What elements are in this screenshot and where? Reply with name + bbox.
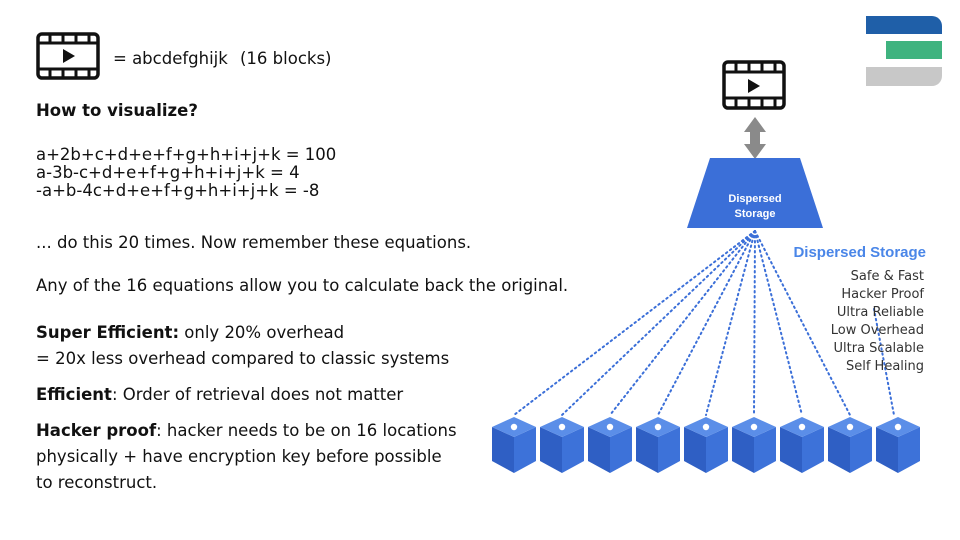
- connector-line: [754, 230, 803, 416]
- storage-node-cube: [540, 417, 584, 473]
- dispersed-storage-diagram: Dispersed Storage: [492, 60, 920, 473]
- node-badge-icon: [894, 423, 902, 431]
- video-equals-label: = abcdefghijk: [113, 49, 228, 68]
- connector-lines: [513, 230, 895, 416]
- trapezoid-label-line2: Storage: [735, 208, 776, 220]
- storage-node-cube: [732, 417, 776, 473]
- hacker-proof-line-2: physically + have encryption key before …: [36, 447, 442, 466]
- node-badge-icon: [510, 423, 518, 431]
- node-badge-icon: [702, 423, 710, 431]
- storage-node-cube: [684, 417, 728, 473]
- node-badge-icon: [654, 423, 662, 431]
- feature-self-healing: Self Healing: [845, 359, 924, 374]
- feature-ultra-reliable: Ultra Reliable: [836, 305, 924, 320]
- blocks-count-label: (16 blocks): [240, 49, 332, 68]
- equation-line: -a+b-4c+d+e+f+g+h+i+j+k = -8: [36, 181, 320, 200]
- hacker-proof-text: : hacker needs to be on 16 locations: [156, 421, 457, 440]
- storage-node-cube: [876, 417, 920, 473]
- node-badge-icon: [606, 423, 614, 431]
- efficient-text: : Order of retrieval does not matter: [111, 385, 404, 404]
- trapezoid-label-line1: Dispersed: [728, 193, 781, 205]
- logo-bar-gray: [866, 67, 942, 86]
- super-efficient-line: Super Efficient: only 20% overhead: [36, 324, 344, 342]
- feature-low-overhead: Low Overhead: [830, 323, 924, 338]
- node-badge-icon: [846, 423, 854, 431]
- node-badge-icon: [798, 423, 806, 431]
- repeat-note: ... do this 20 times. Now remember these…: [36, 233, 472, 252]
- connector-line: [561, 230, 756, 416]
- feature-safe-fast: Safe & Fast: [850, 269, 924, 284]
- overhead-comparison-line: = 20x less overhead compared to classic …: [36, 349, 450, 368]
- connector-line: [754, 230, 851, 416]
- storage-node-cube: [780, 417, 824, 473]
- storage-node-cube: [828, 417, 872, 473]
- feature-hacker-proof: Hacker Proof: [841, 287, 924, 302]
- efficient-label: Efficient: [36, 385, 112, 404]
- equation-line: a+2b+c+d+e+f+g+h+i+j+k = 100: [36, 145, 337, 164]
- logo-bar-blue: [866, 16, 942, 34]
- storage-node-cube: [492, 417, 536, 473]
- connector-line: [705, 230, 756, 416]
- equation-list: a+2b+c+d+e+f+g+h+i+j+k = 100 a-3b-c+d+e+…: [36, 146, 336, 200]
- hacker-proof-label: Hacker proof: [36, 421, 157, 440]
- dispersed-storage-trapezoid: [687, 158, 823, 228]
- equation-line: a-3b-c+d+e+f+g+h+i+j+k = 4: [36, 163, 300, 182]
- node-badge-icon: [750, 423, 758, 431]
- diagram-video-icon: [722, 60, 786, 110]
- brand-logo: [866, 16, 942, 86]
- feature-ultra-scalable: Ultra Scalable: [833, 341, 924, 356]
- connector-line: [513, 230, 756, 416]
- storage-node-cube: [636, 417, 680, 473]
- section-heading: How to visualize?: [36, 101, 198, 120]
- logo-bar-green: [886, 41, 942, 59]
- video-icon: [36, 32, 100, 80]
- connector-line: [753, 230, 756, 416]
- storage-node-cube: [588, 417, 632, 473]
- connector-line: [873, 308, 895, 416]
- super-efficient-text: only 20% overhead: [179, 323, 345, 342]
- any-equations-note: Any of the 16 equations allow you to cal…: [36, 276, 569, 295]
- panel-title: Dispersed Storage: [793, 244, 926, 261]
- super-efficient-label: Super Efficient:: [36, 323, 180, 342]
- connector-line: [657, 230, 756, 416]
- bidirectional-arrow-icon: [744, 117, 766, 159]
- efficient-line: Efficient: Order of retrieval does not m…: [36, 386, 403, 404]
- hacker-proof-line-3: to reconstruct.: [36, 473, 158, 492]
- node-badge-icon: [558, 423, 566, 431]
- connector-line: [609, 230, 756, 416]
- storage-nodes: [492, 417, 920, 473]
- hacker-proof-line: Hacker proof: hacker needs to be on 16 l…: [36, 422, 457, 440]
